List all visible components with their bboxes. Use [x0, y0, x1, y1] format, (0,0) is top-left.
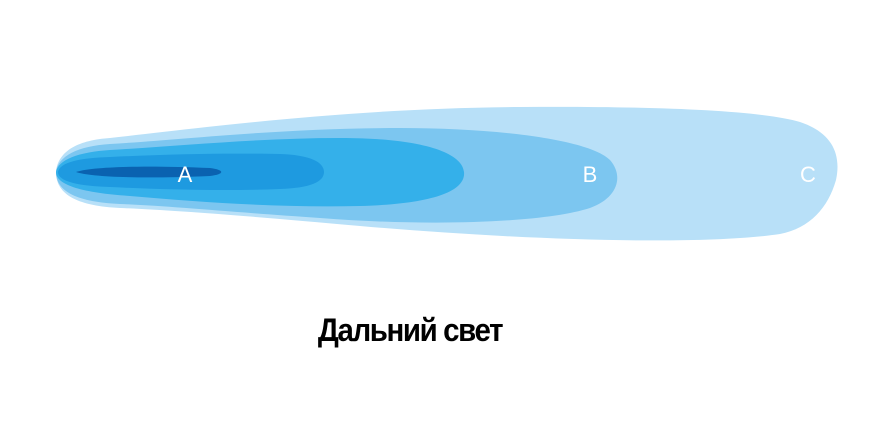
caption-high-beam: Дальний свет: [317, 312, 504, 348]
light-beam-diagram: A B C: [56, 106, 838, 241]
beam-zone-hot: [76, 166, 222, 178]
zone-label-a: A: [178, 162, 193, 187]
zone-label-b: B: [583, 162, 598, 187]
zone-label-c: C: [800, 162, 816, 187]
